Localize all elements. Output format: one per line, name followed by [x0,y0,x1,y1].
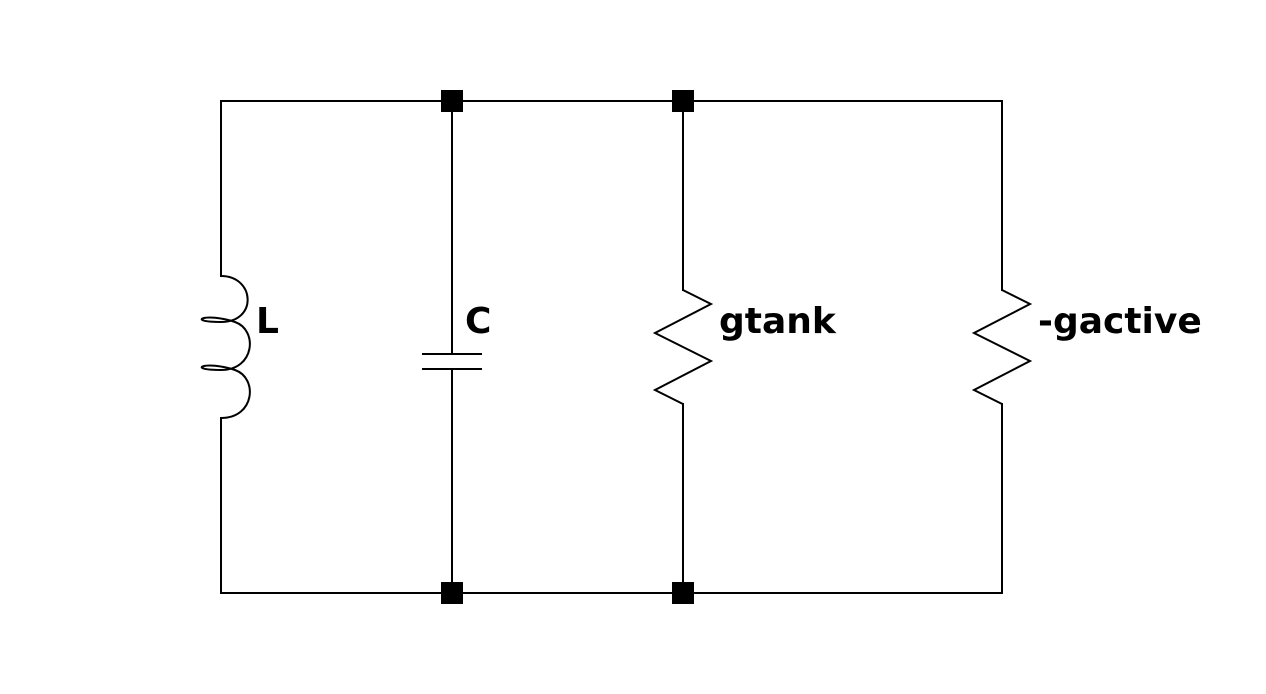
junction-node-bottom-gtank [672,582,694,604]
gactive-resistor-zigzag [971,289,1033,405]
gtank-resistor-zigzag [652,289,714,405]
junction-node-top-gtank [672,90,694,112]
inductor-label: L [256,301,279,342]
gtank-branch [652,100,714,594]
junction-node-top-c [441,90,463,112]
inductor-branch [200,100,251,594]
capacitor-branch [422,100,482,594]
junction-node-bottom-c [441,582,463,604]
gtank-label: gtank [719,301,837,342]
gactive-branch [971,100,1033,594]
capacitor-label: C [465,301,491,342]
gactive-label: -gactive [1038,301,1202,342]
inductor-coil [200,275,251,419]
